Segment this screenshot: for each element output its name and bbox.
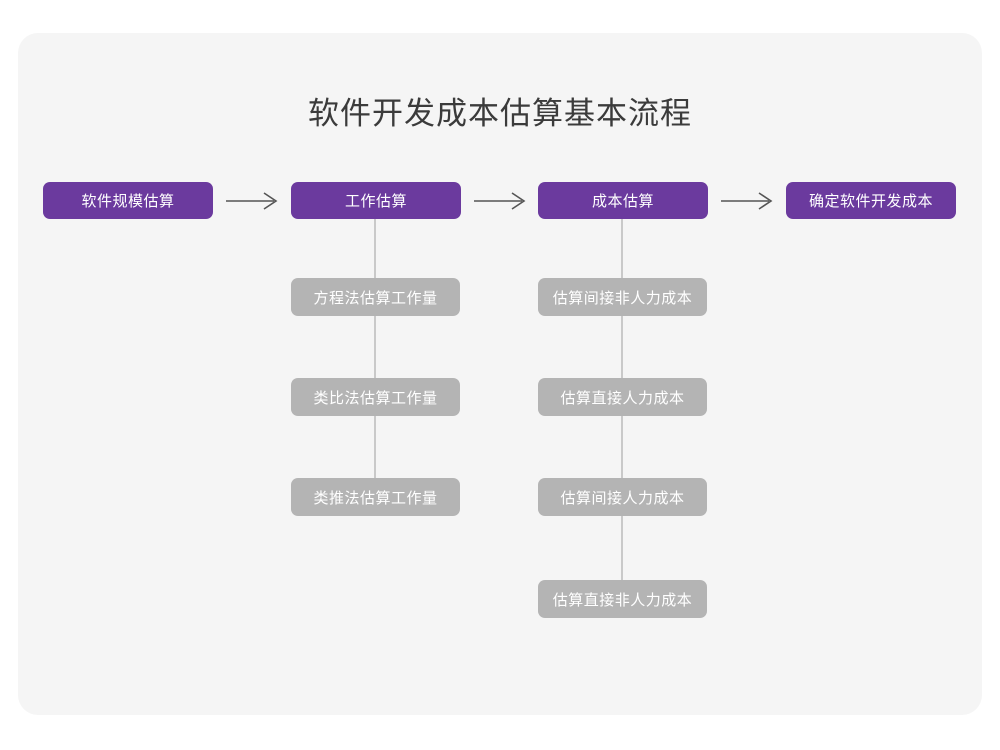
cost-item-box[interactable]: 估算直接非人力成本 [538, 580, 707, 618]
cost-item-box[interactable]: 估算直接人力成本 [538, 378, 707, 416]
step-box-work-estimation[interactable]: 工作估算 [291, 182, 461, 219]
cost-item-box[interactable]: 估算间接非人力成本 [538, 278, 707, 316]
cost-item-label: 估算间接非人力成本 [552, 289, 693, 307]
connector-line-cost [621, 315, 623, 415]
step-box-label: 软件规模估算 [81, 193, 175, 210]
diagram-card [18, 33, 982, 715]
cost-item-box[interactable]: 估算间接人力成本 [538, 478, 707, 516]
step-box-label: 确定软件开发成本 [808, 193, 933, 210]
connector-line-work [374, 415, 376, 515]
work-method-label: 方程法估算工作量 [313, 289, 438, 307]
work-method-box[interactable]: 方程法估算工作量 [291, 278, 460, 316]
cost-item-label: 估算直接人力成本 [560, 389, 685, 407]
work-method-label: 类比法估算工作量 [313, 389, 438, 407]
connector-line-cost [621, 415, 623, 515]
arrow-icon [224, 188, 282, 214]
connector-line-work [374, 315, 376, 415]
work-method-label: 类推法估算工作量 [313, 489, 438, 507]
cost-item-label: 估算直接非人力成本 [552, 591, 693, 609]
page-title: 软件开发成本估算基本流程 [308, 96, 692, 131]
arrow-icon [719, 188, 777, 214]
step-box-cost-estimation[interactable]: 成本估算 [538, 182, 708, 219]
work-method-box[interactable]: 类推法估算工作量 [291, 478, 460, 516]
step-box-software-scale-estimation[interactable]: 软件规模估算 [43, 182, 213, 219]
step-box-label: 工作估算 [344, 193, 407, 210]
arrow-icon [472, 188, 530, 214]
cost-item-label: 估算间接人力成本 [560, 489, 685, 507]
connector-line-cost [621, 515, 623, 615]
step-box-determine-development-cost[interactable]: 确定软件开发成本 [786, 182, 956, 219]
step-box-label: 成本估算 [591, 193, 654, 210]
connector-line-work [374, 219, 376, 319]
work-method-box[interactable]: 类比法估算工作量 [291, 378, 460, 416]
connector-line-cost [621, 219, 623, 319]
